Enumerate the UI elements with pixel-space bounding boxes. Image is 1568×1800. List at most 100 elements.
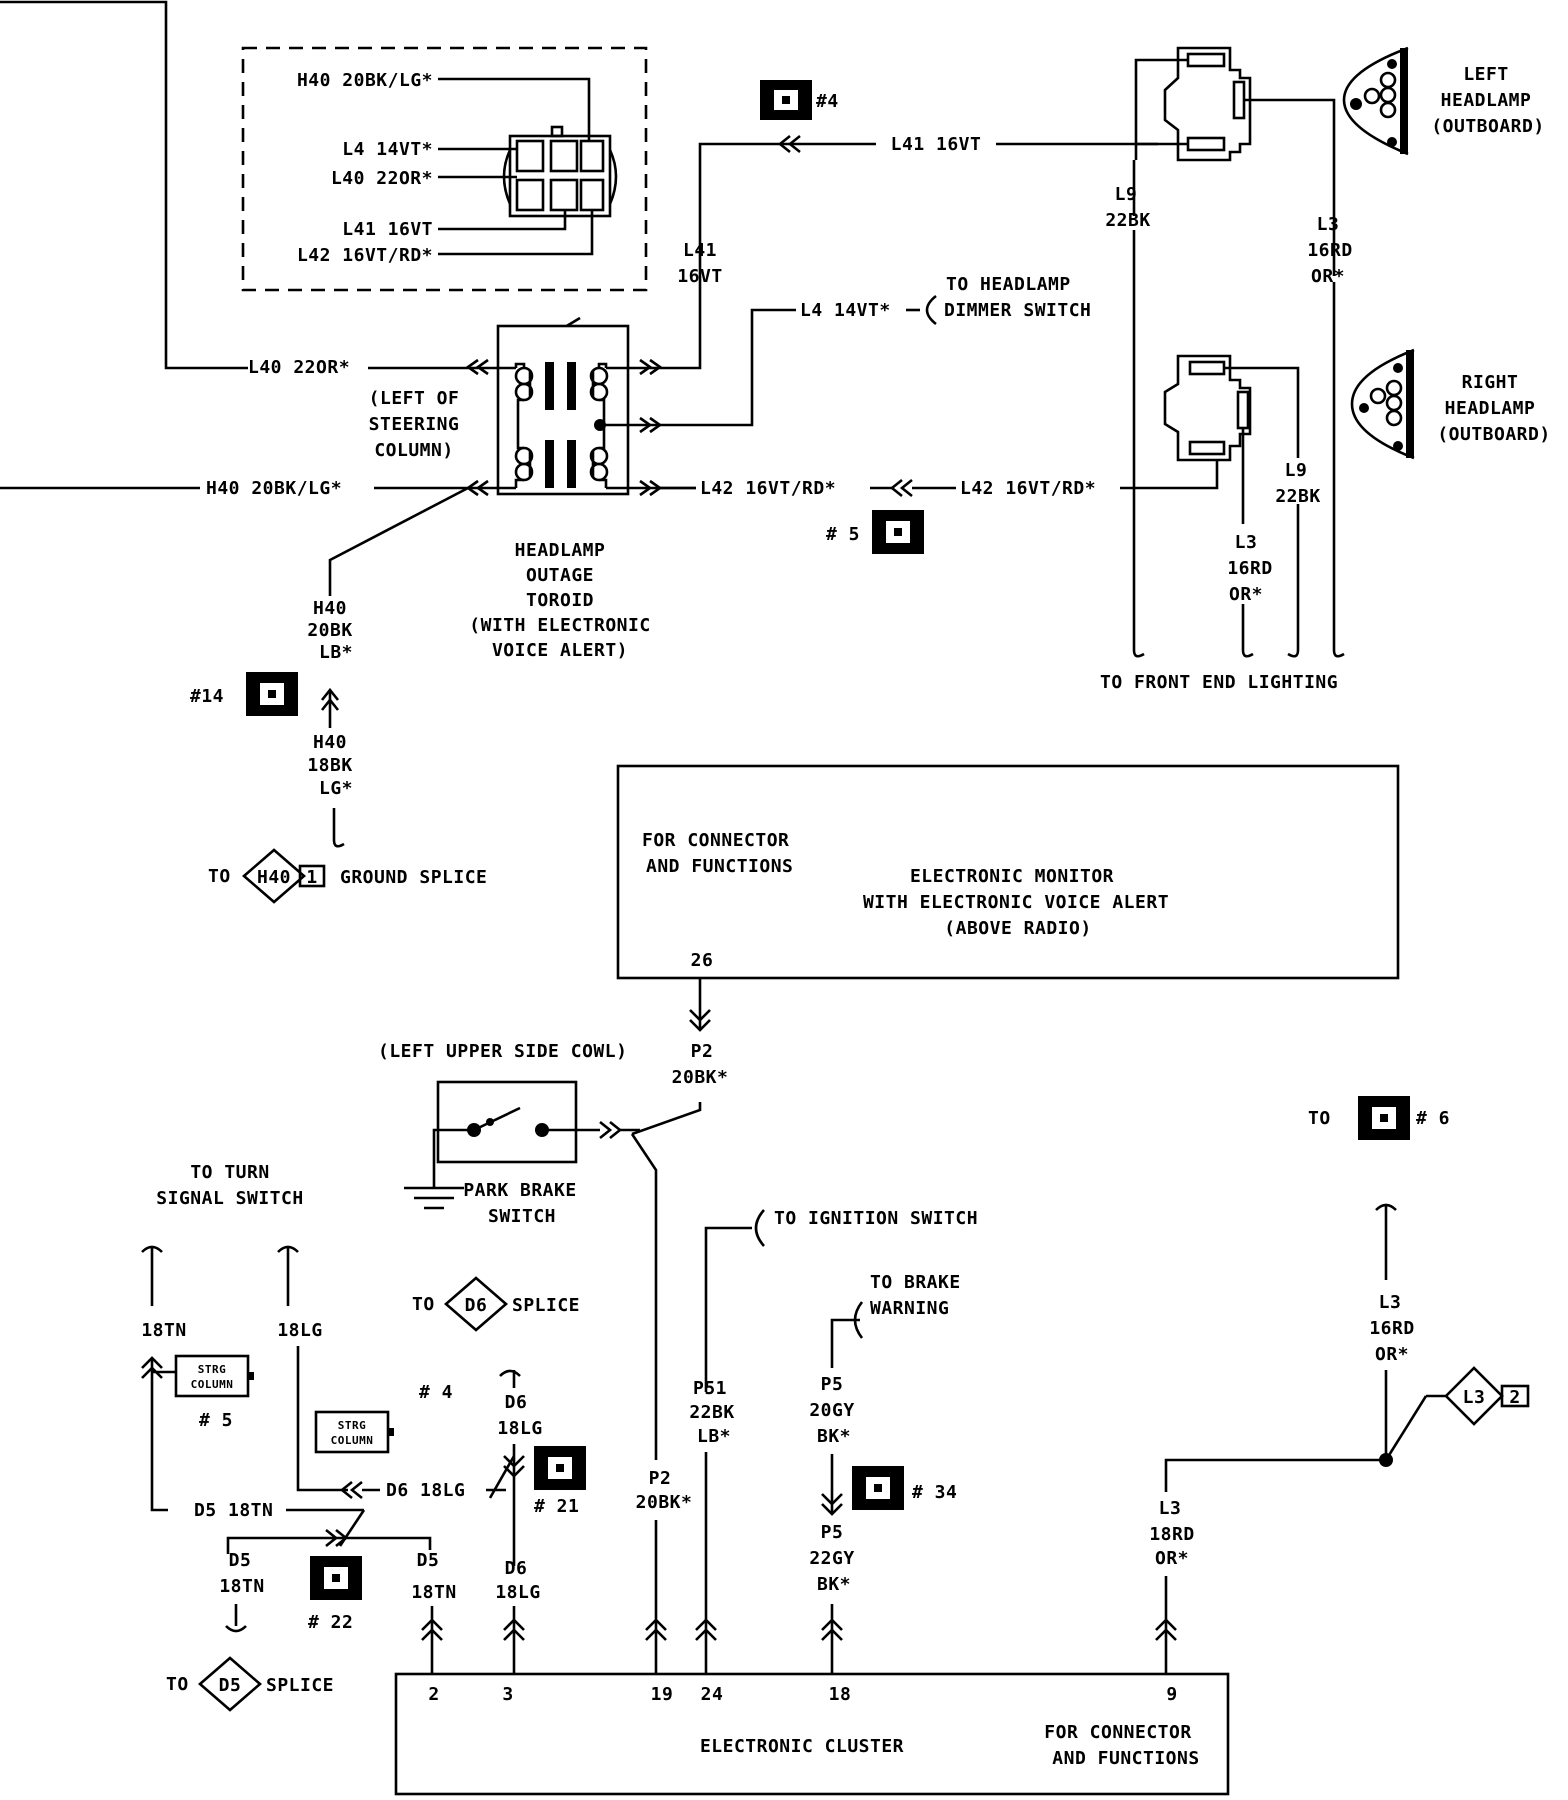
dest-turn-b: SIGNAL SWITCH (156, 1188, 303, 1209)
terminal (1188, 440, 1226, 456)
splice-diamond (198, 1656, 262, 1712)
dest-front-end: TO FRONT END LIGHTING (1100, 672, 1338, 693)
label-p5-upper-b: 20GY (809, 1400, 854, 1421)
lamp-outline (1350, 348, 1415, 460)
label-d6-horiz: D6 18LG (386, 1480, 465, 1501)
label-p2-lower-b: 20BK* (636, 1492, 693, 1513)
d6-splice-label: SPLICE (512, 1295, 580, 1316)
label-l3-bottom-c: OR* (1375, 1344, 1409, 1365)
label-steering-b: STEERING (369, 414, 460, 435)
cluster-title: ELECTRONIC CLUSTER (700, 1736, 904, 1757)
label-toroid-a: HEADLAMP (515, 540, 606, 561)
splice-l3: L3 (1463, 1387, 1486, 1408)
turn-signal-circuit: TO TURN SIGNAL SWITCH 18TN STRG COLUMN #… (141, 1162, 542, 1674)
dest-dimmer-b: DIMMER SWITCH (944, 300, 1091, 321)
h40-ground-circuit: H40 20BK LB* H40 18BK LG* (307, 486, 469, 848)
label-l42: L42 16VT/RD* (297, 245, 433, 266)
splice-connector (502, 125, 618, 218)
ref-5: # 5 (826, 524, 860, 545)
wire-l9-right-top (1224, 366, 1300, 458)
label-toroid-b: OUTAGE (526, 565, 594, 586)
splice-l3-num: 2 (1509, 1387, 1520, 1408)
strg-ref-4: # 4 (419, 1382, 453, 1403)
ref-4-marker: #4 (760, 80, 838, 120)
lamp-filament (1363, 87, 1381, 105)
wire-h40-down (328, 486, 469, 596)
monitor-title-a: ELECTRONIC MONITOR (910, 866, 1114, 887)
monitor-pin-26: 26 (691, 950, 714, 971)
l41-circuit: L41 16VT L41 16VT (660, 134, 1158, 370)
wire-p51 (704, 1226, 752, 1392)
cluster-pin-24: 24 (701, 1684, 724, 1705)
label-p5-lower-c: BK* (817, 1574, 851, 1595)
lamp-terminal (1393, 441, 1403, 451)
strg-ref-5: # 5 (199, 1410, 233, 1431)
wire-l42-to-headlamp (1120, 455, 1219, 490)
lamp-filament (1385, 409, 1403, 427)
ground-splice-ref: TO H40 1 GROUND SPLICE (208, 848, 487, 904)
dest-ignition: TO IGNITION SWITCH (774, 1208, 978, 1229)
label-l3-left-b: 16RD (1307, 240, 1352, 261)
splice-leader (1384, 1395, 1428, 1461)
label-d6-top-b: 18LG (497, 1418, 542, 1439)
connector-lip-right (608, 149, 618, 205)
label-toroid-e: VOICE ALERT) (492, 640, 628, 661)
wire-end-break (332, 839, 345, 848)
wire-h40 (438, 77, 591, 141)
lamp-filament (1379, 101, 1397, 119)
d5-to: TO (166, 1674, 189, 1695)
label-p5-lower-b: 22GY (809, 1548, 854, 1569)
headlamp-outage-toroid (368, 324, 696, 497)
lamp-terminal (1387, 59, 1397, 69)
monitor-note-a: FOR CONNECTOR (642, 830, 789, 851)
splice-diamond (444, 1276, 508, 1332)
label-l9-right-b: 22BK (1275, 486, 1320, 507)
strg-label-a: STRG (198, 1363, 227, 1376)
ref-14: #14 (190, 686, 224, 707)
wire-l4 (660, 308, 796, 427)
label-steering-c: COLUMN) (374, 440, 453, 461)
cluster-box (394, 1672, 1230, 1796)
d6-splice-ref: TO D6 SPLICE (412, 1276, 580, 1332)
strg-column-box (314, 1410, 390, 1454)
cavity (549, 139, 579, 173)
core-bar (567, 362, 576, 410)
wire-end-break (853, 1301, 864, 1339)
d5-splice-ref: TO D5 SPLICE (166, 1656, 334, 1712)
p51-circuit: TO IGNITION SWITCH P51 22BK LB* (689, 1208, 978, 1674)
connector-chevron (821, 1618, 843, 1641)
label-l3-left-a: L3 (1317, 214, 1340, 235)
core-bar (545, 440, 554, 488)
label-l3-left-c: OR* (1311, 266, 1345, 287)
label-h40-main: H40 20BK/LG* (206, 478, 342, 499)
ground-splice-label: GROUND SPLICE (340, 867, 487, 888)
monitor-title-c: (ABOVE RADIO) (944, 918, 1091, 939)
label-d6-right-a: D6 (505, 1558, 528, 1579)
label-l41-horiz: L41 16VT (891, 134, 982, 155)
lamp-filament (1379, 71, 1397, 89)
cluster-note-a: FOR CONNECTOR (1044, 1722, 1191, 1743)
label-h40-lower-b: 18BK (307, 755, 352, 776)
l3-cluster-circuit: TO # 6 L3 16RD OR* L3 2 L3 18RD OR* (1149, 1096, 1530, 1674)
lamp-terminal (1350, 98, 1362, 110)
front-end-terminations: TO FRONT END LIGHTING (1100, 649, 1345, 693)
label-l40-main: L40 22OR* (248, 357, 350, 378)
label-l41: L41 16VT (342, 219, 433, 240)
label-l3-cluster-c: OR* (1155, 1548, 1189, 1569)
core-bar (545, 362, 554, 410)
wire-end-break (754, 1209, 765, 1247)
ref-14-marker: #14 (190, 672, 298, 716)
connector-chevron (1155, 1618, 1177, 1641)
label-l41-vert-b: 16VT (677, 266, 722, 287)
label-l3-cluster-a: L3 (1159, 1498, 1182, 1519)
strg-label-b: COLUMN (331, 1434, 374, 1447)
wire-d6 (296, 1346, 348, 1492)
lamp-back (1406, 350, 1414, 458)
cluster-pin-19: 19 (651, 1684, 674, 1705)
splice-number-box (298, 864, 326, 888)
splice-number-box (1500, 1384, 1530, 1408)
label-steering-a: (LEFT OF (369, 388, 460, 409)
label-toroid-d: (WITH ELECTRONIC (469, 615, 650, 636)
splice-d5: D5 (219, 1675, 242, 1696)
